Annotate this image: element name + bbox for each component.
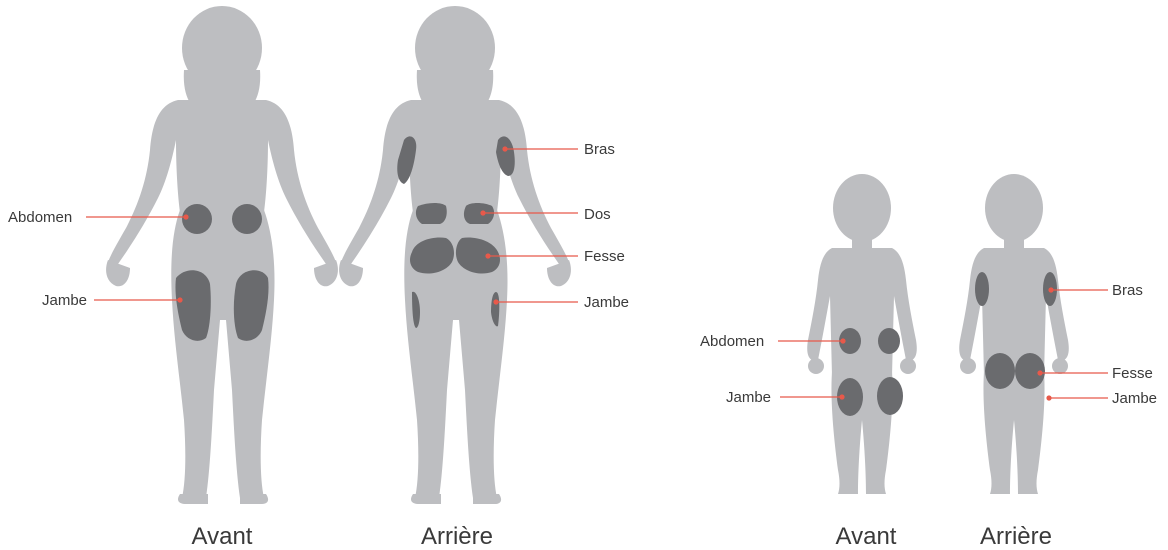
child-front-abdomen-right-site bbox=[878, 328, 900, 354]
adult-back-caption: Arrière bbox=[421, 523, 493, 550]
adult-front-silhouette bbox=[106, 6, 338, 504]
child-front-caption: Avant bbox=[836, 523, 897, 550]
adult-back-lowback-label: Dos bbox=[584, 206, 611, 223]
child-back-buttock-left-site bbox=[985, 353, 1015, 389]
adult-back-figure bbox=[339, 6, 571, 504]
child-front-leg-right-site bbox=[877, 377, 903, 415]
child-back-arm-left-site bbox=[975, 272, 989, 306]
child-front-abdomen-dot bbox=[840, 338, 845, 343]
adult-front-caption: Avant bbox=[192, 523, 253, 550]
adult-front-leg-label: Jambe bbox=[42, 292, 87, 309]
child-back-leg-label: Jambe bbox=[1112, 390, 1157, 407]
child-back-arm-label: Bras bbox=[1112, 282, 1143, 299]
adult-back-lowback-left-site bbox=[416, 203, 447, 224]
child-back-caption: Arrière bbox=[980, 523, 1052, 550]
child-front-abdomen-label: Abdomen bbox=[700, 333, 764, 350]
adult-back-arm-dot bbox=[502, 146, 507, 151]
child-back-leg-dot bbox=[1046, 395, 1051, 400]
adult-front-leg-dot bbox=[177, 297, 182, 302]
adult-front-abdomen-label: Abdomen bbox=[8, 209, 72, 226]
child-back-arm-dot bbox=[1048, 287, 1053, 292]
child-front-figure bbox=[807, 174, 917, 494]
adult-front-abdomen-dot bbox=[183, 214, 188, 219]
adult-front-figure bbox=[106, 6, 338, 504]
child-back-silhouette bbox=[959, 174, 1069, 494]
child-back-buttock-label: Fesse bbox=[1112, 365, 1153, 382]
adult-back-buttock-dot bbox=[485, 253, 490, 258]
child-front-leg-label: Jambe bbox=[726, 389, 771, 406]
adult-back-arm-label: Bras bbox=[584, 141, 615, 158]
adult-front-abdomen-right-site bbox=[232, 204, 262, 234]
captions: Avant Arrière Avant Arrière bbox=[192, 523, 1052, 550]
adult-back-leg-label: Jambe bbox=[584, 294, 629, 311]
child-back-figure bbox=[959, 174, 1069, 494]
child-front-leg-dot bbox=[839, 394, 844, 399]
adult-back-lowback-dot bbox=[480, 210, 485, 215]
adult-back-silhouette bbox=[339, 6, 571, 504]
adult-back-buttock-label: Fesse bbox=[584, 248, 625, 265]
child-back-buttock-dot bbox=[1037, 370, 1042, 375]
adult-back-leg-dot bbox=[493, 299, 498, 304]
child-front-silhouette bbox=[807, 174, 917, 494]
